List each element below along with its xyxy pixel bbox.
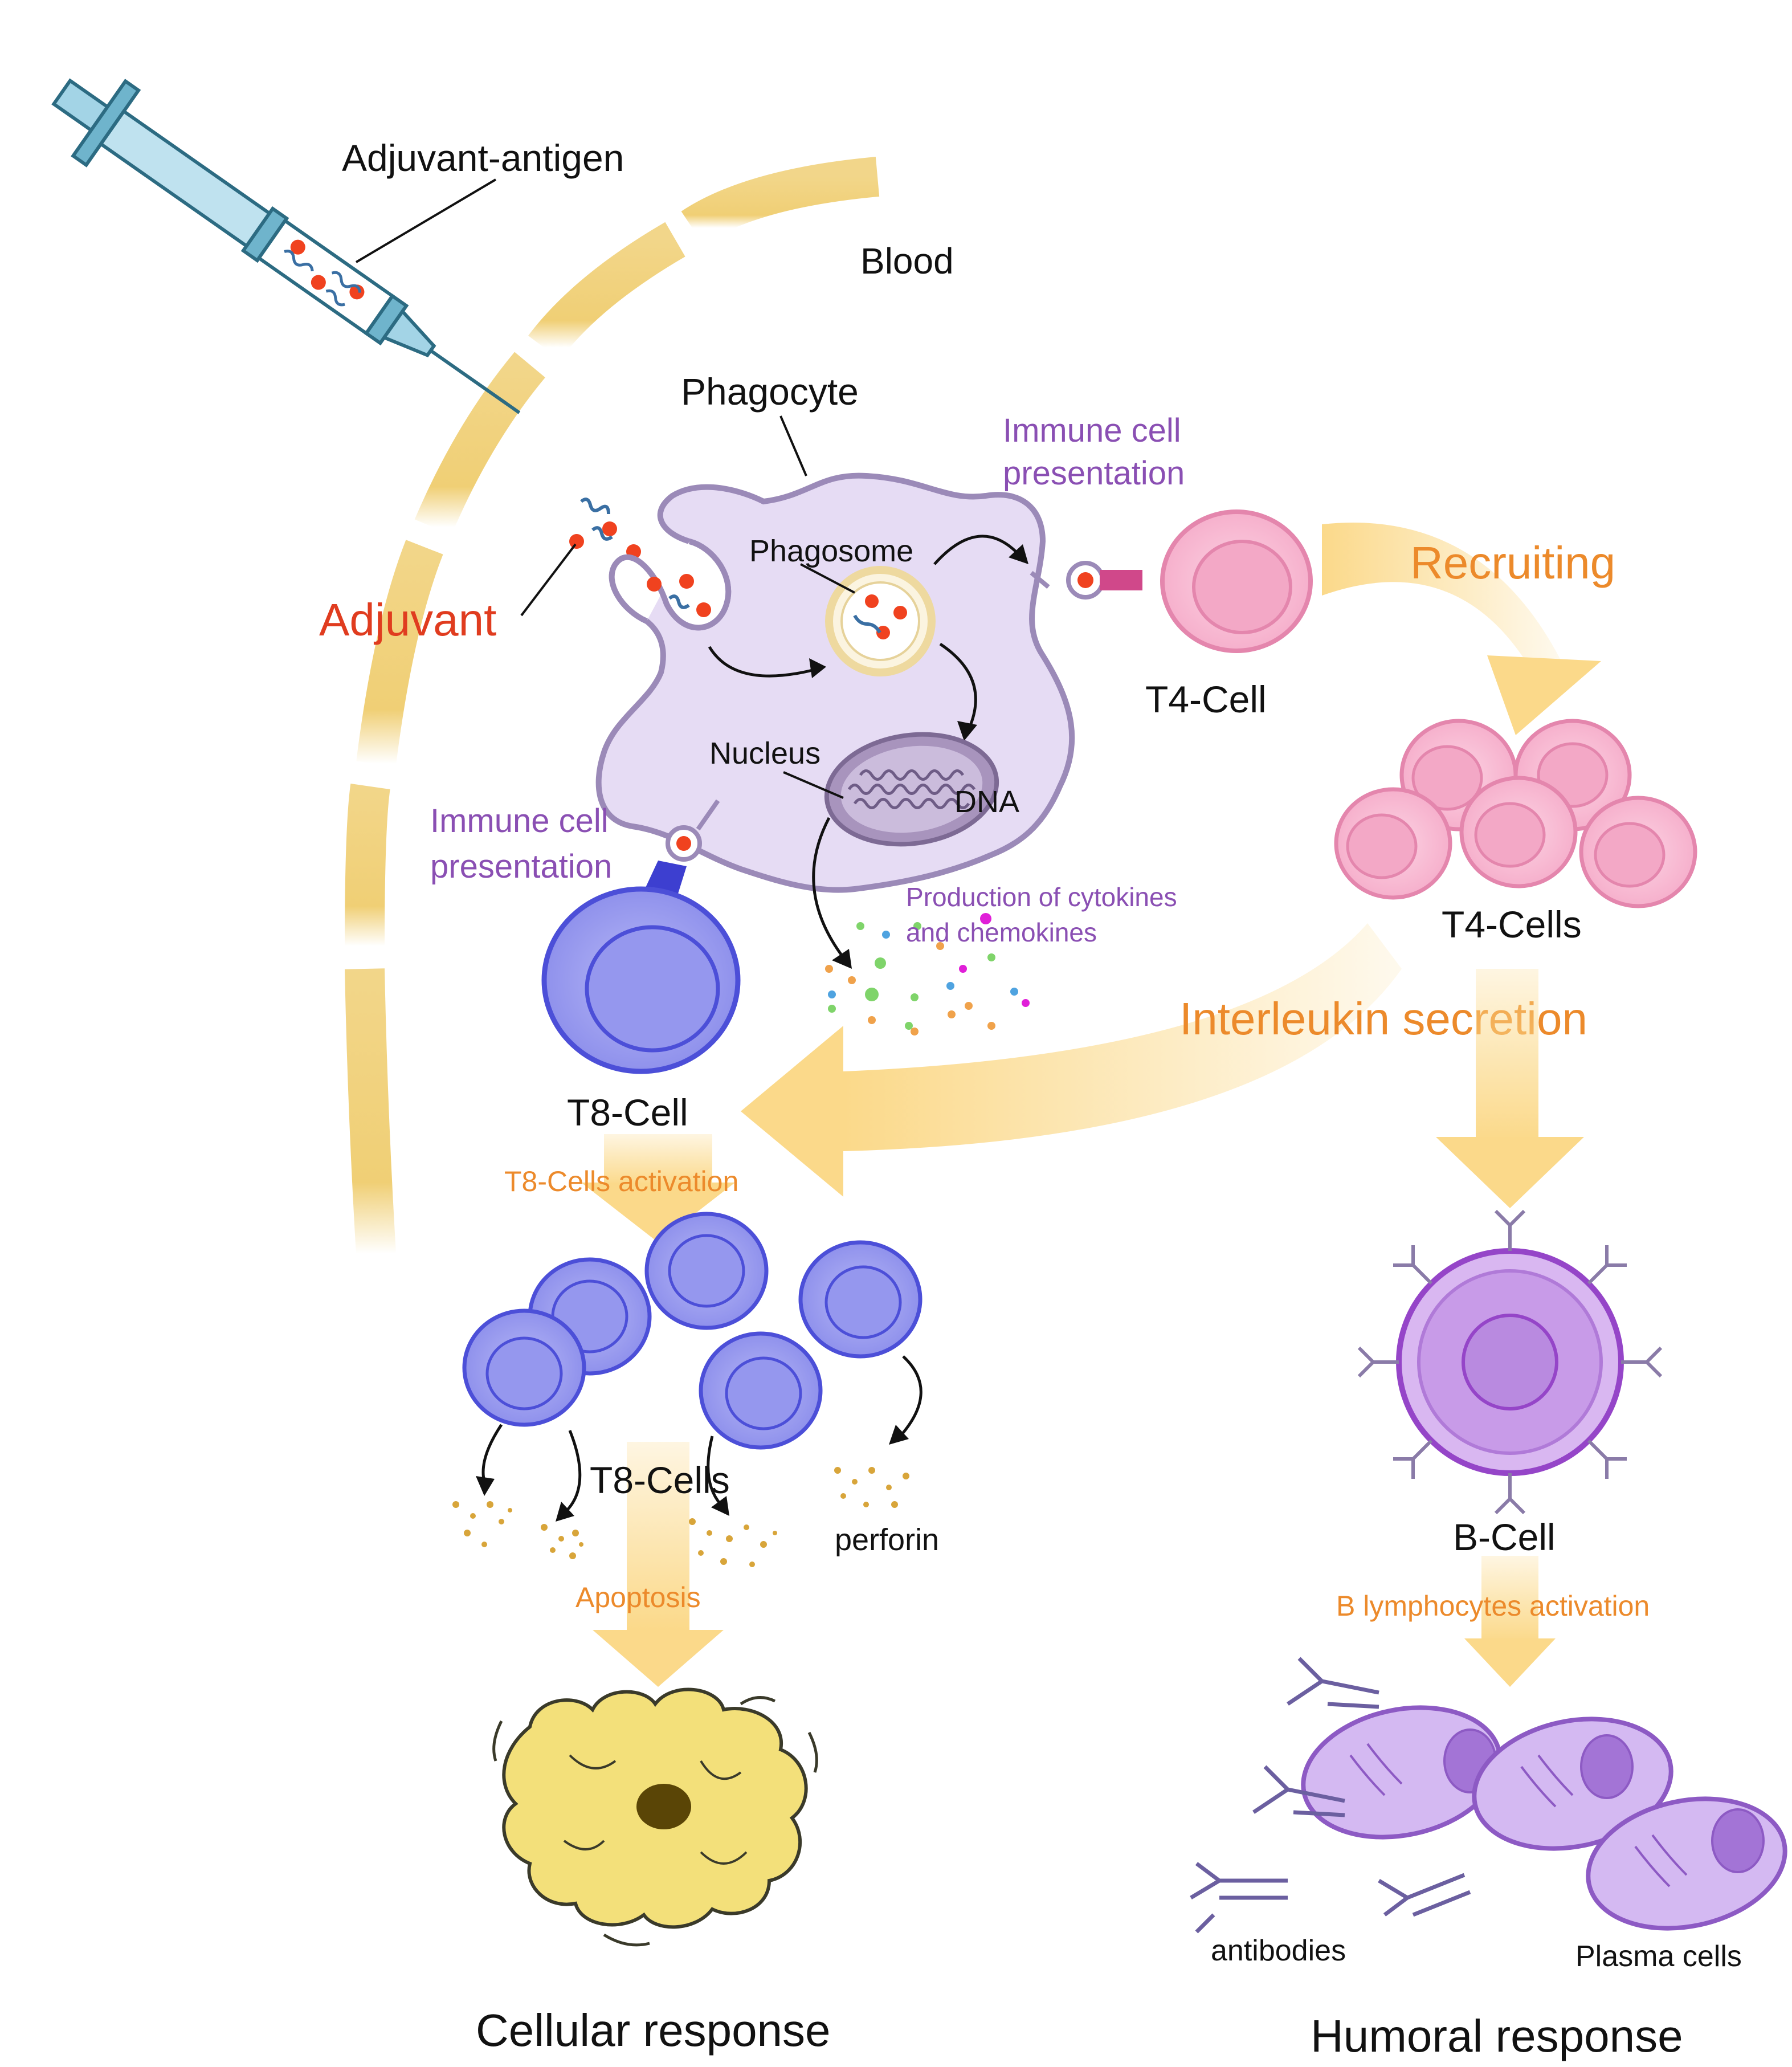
t4-cell-label: T4-Cell	[1145, 678, 1267, 720]
adjuvant-label: Adjuvant	[319, 594, 496, 645]
b-cell-label: B-Cell	[1453, 1516, 1556, 1558]
t8-cell	[541, 886, 741, 1074]
phagosome-leader	[800, 563, 855, 594]
b-lymphocytes-activation-label: B lymphocytes activation	[1336, 1590, 1650, 1622]
antibody-icon	[1357, 1209, 1663, 1515]
phagosome	[825, 566, 936, 676]
perforin-label: perforin	[835, 1523, 939, 1557]
phagocyte-arrows	[708, 535, 1028, 969]
nucleus	[824, 732, 999, 847]
recruiting-label: Recruiting	[1410, 537, 1615, 588]
t4-to-bcell-arrow	[1436, 969, 1584, 1208]
t8-cell-label: T8-Cell	[567, 1091, 688, 1134]
phagosome-label: Phagosome	[749, 534, 913, 568]
phagocyte-leader	[779, 415, 807, 476]
b-activation-arrow	[1464, 1556, 1556, 1687]
dna-label: DNA	[954, 785, 1019, 819]
perforin-granules-icon	[452, 1467, 909, 1567]
cytokines-label-line2: and chemokines	[906, 918, 1097, 947]
apoptotic-cell	[492, 1687, 818, 1947]
injected-antigens	[569, 498, 641, 559]
free-antibodies	[1190, 1657, 1471, 1934]
humoral-response-label: Humoral response	[1311, 2011, 1683, 2061]
cytokine-particles	[825, 913, 1030, 1035]
t8-cells-label: T8-Cells	[590, 1459, 730, 1501]
blood-label: Blood	[860, 240, 954, 282]
b-cell	[1396, 1248, 1624, 1476]
cytokines-label-line1: Production of cytokines	[906, 882, 1177, 912]
immune-cell-presentation-top-line1: Immune cell	[1003, 412, 1181, 449]
phagocyte-label: Phagocyte	[681, 370, 859, 413]
t4-cells-cluster	[1334, 719, 1697, 908]
apoptosis-arrow	[593, 1442, 724, 1687]
nucleus-label: Nucleus	[709, 736, 821, 770]
blood-vessel-wall	[345, 157, 880, 1255]
t4-presentation-receptor	[1030, 561, 1142, 600]
cellular-response-label: Cellular response	[476, 2005, 831, 2056]
plasma-cells	[1301, 1705, 1787, 1931]
t4-cell	[1160, 509, 1313, 653]
t4-cells-label: T4-Cells	[1442, 903, 1582, 945]
perforin-release-arrows	[476, 1355, 922, 1522]
syringe-icon	[51, 78, 521, 414]
plasma-cells-label: Plasma cells	[1575, 1940, 1742, 1973]
immune-cell-presentation-left-line1: Immune cell	[430, 802, 609, 839]
adjuvant-leader	[520, 543, 577, 617]
nucleus-leader	[783, 771, 844, 799]
adjuvant-antigen-label: Adjuvant-antigen	[342, 137, 624, 179]
t8-activation-arrow	[581, 1134, 735, 1242]
antibodies-label: antibodies	[1211, 1934, 1346, 1967]
adjuvant-antigen-leader	[355, 178, 497, 263]
interleukin-arrow	[741, 923, 1402, 1197]
immune-cell-presentation-left-line2: presentation	[430, 848, 612, 885]
t8-cells-activation-label: T8-Cells activation	[504, 1165, 738, 1197]
dna-strand	[847, 784, 976, 795]
t8-cells-cluster	[462, 1212, 922, 1450]
immune-cell-presentation-top-line2: presentation	[1003, 455, 1185, 492]
apoptosis-label: Apoptosis	[575, 1581, 701, 1613]
recruiting-arrow	[1322, 523, 1601, 735]
